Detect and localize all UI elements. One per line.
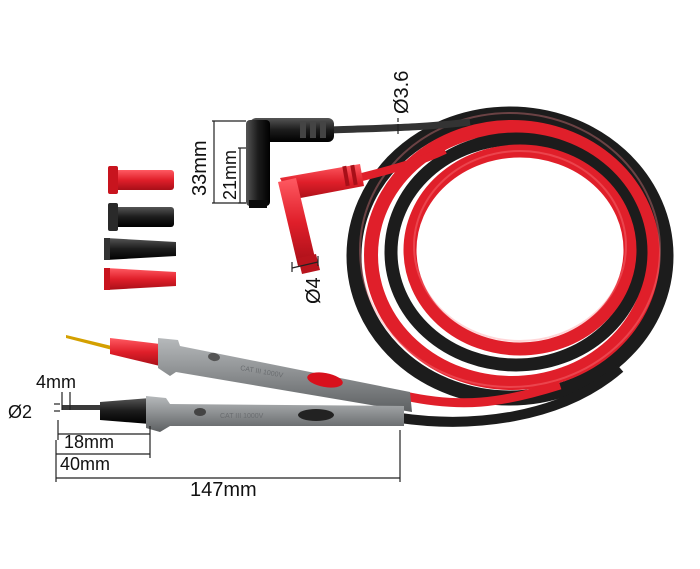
black-cable-inner-loop (384, 132, 648, 372)
shroud-length-label: 18mm (64, 432, 114, 452)
red-cable-inner-loop (403, 144, 637, 356)
diameter-plug-label: Ø4 (303, 277, 325, 304)
coiled-cables (329, 106, 674, 427)
height-outer-label: 33mm (189, 140, 211, 196)
red-right-angle-plug (278, 164, 364, 274)
accessory-parts (104, 166, 176, 290)
red-probe: CAT III 1000V (66, 335, 412, 412)
diameter-top-label: Ø3.6 (391, 71, 413, 114)
black-probe: CAT III 1000V (62, 396, 404, 432)
red-cap (104, 268, 176, 290)
svg-text:CAT III 1000V: CAT III 1000V (220, 413, 264, 420)
red-cable-top-lead (357, 146, 447, 182)
tip-diameter-label: Ø2 (8, 402, 32, 422)
red-cable-probe-lead (404, 380, 562, 408)
red-sleeve (108, 166, 174, 194)
height-inner-label: 21mm (220, 150, 240, 200)
black-cable-top-lead (329, 118, 471, 134)
probe-total-length-label: 147mm (190, 479, 257, 501)
dimension-annotations (54, 118, 401, 482)
black-right-angle-plug (246, 118, 334, 208)
probe-front-length-label: 40mm (60, 454, 110, 474)
black-cable-probe-lead (399, 364, 624, 427)
black-sleeve (108, 203, 174, 231)
red-cable-outer-loop (364, 120, 660, 390)
tip-length-label: 4mm (36, 372, 76, 392)
black-cap (104, 238, 176, 260)
